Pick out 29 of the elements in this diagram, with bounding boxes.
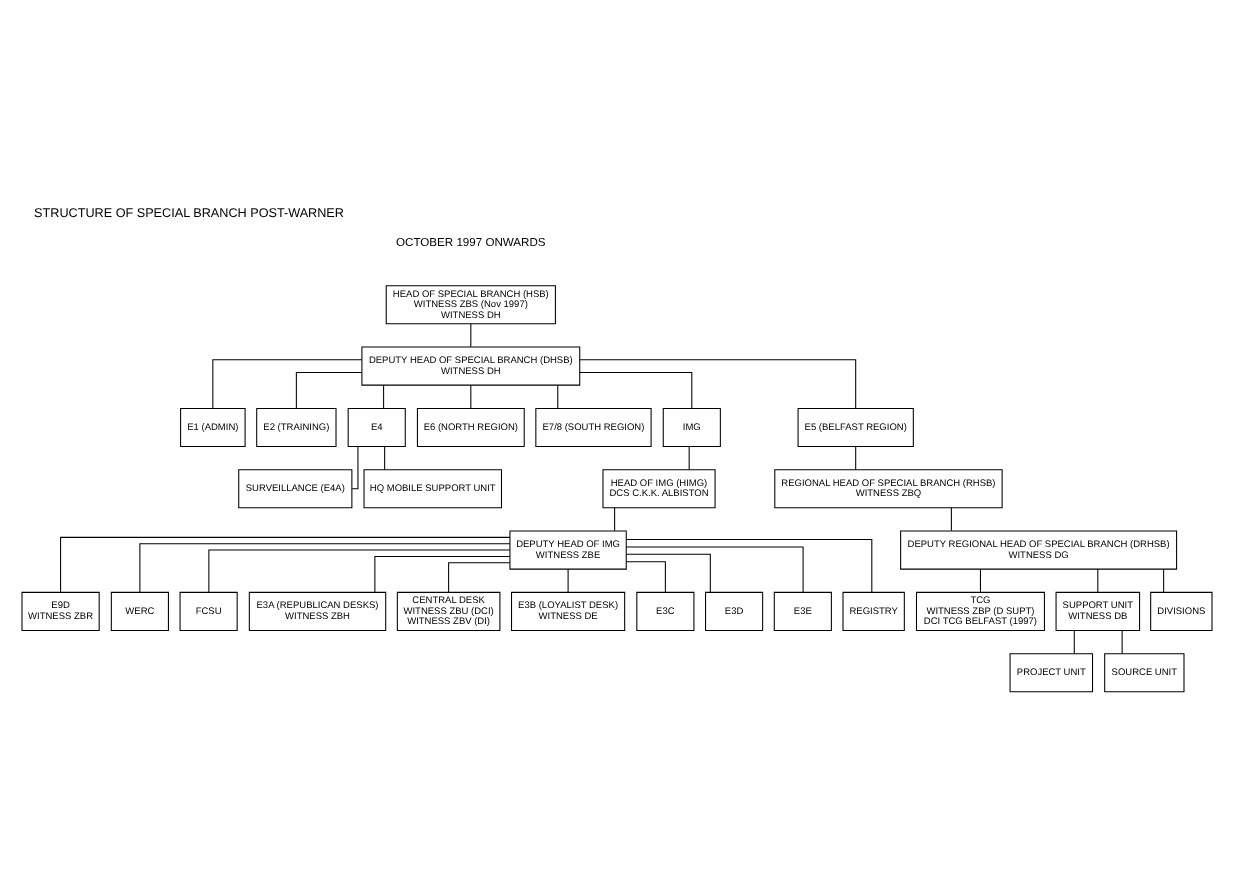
connector (470, 384, 472, 409)
connector (950, 507, 952, 532)
connector (625, 553, 711, 593)
connector (625, 539, 873, 593)
connector (470, 323, 472, 348)
connector (1121, 629, 1123, 654)
connector (625, 561, 666, 593)
connector (1073, 629, 1075, 654)
connector (688, 445, 690, 471)
connector (557, 384, 559, 409)
connector (351, 445, 359, 490)
connector (579, 359, 857, 409)
connector (448, 562, 511, 593)
connector (139, 543, 511, 593)
connector (579, 371, 693, 409)
connector (625, 546, 804, 593)
connector (60, 536, 511, 593)
connector (374, 555, 511, 593)
connector (1163, 568, 1165, 593)
connector (208, 549, 511, 593)
connector (614, 507, 616, 532)
connector (855, 445, 857, 471)
connector (384, 445, 386, 471)
connector (295, 371, 363, 409)
connector (1097, 568, 1099, 593)
connector (979, 568, 981, 593)
connector (212, 359, 363, 409)
connector (567, 568, 569, 593)
connector (383, 384, 385, 409)
